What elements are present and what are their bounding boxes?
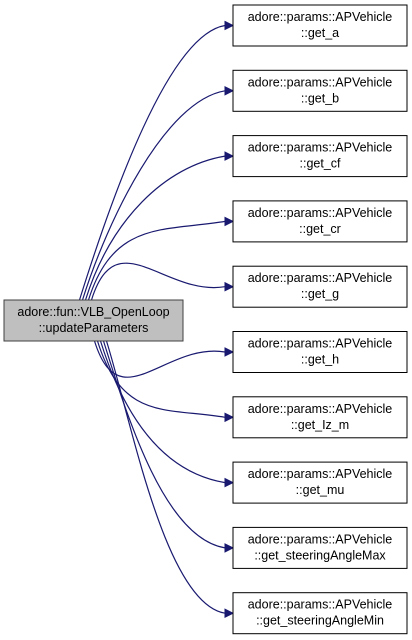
arrowhead-icon xyxy=(224,347,235,357)
call-edge-get-mu xyxy=(99,340,226,484)
call-edges xyxy=(78,20,235,619)
callee-node-get-steeringanglemax[interactable]: adore::params::APVehicle::get_steeringAn… xyxy=(232,526,408,569)
arrowhead-icon xyxy=(224,281,235,292)
callee-node-label-line1: adore::params::APVehicle xyxy=(248,271,393,285)
callee-node-get-b[interactable]: adore::params::APVehicle::get_b xyxy=(232,69,408,112)
callee-node-label-line2: ::get_a xyxy=(301,26,339,40)
callee-node-get-cr[interactable]: adore::params::APVehicle::get_cr xyxy=(232,200,408,243)
arrowhead-icon xyxy=(224,216,235,227)
callee-node-get-h[interactable]: adore::params::APVehicle::get_h xyxy=(232,331,408,373)
call-edge-get-cf xyxy=(84,155,226,301)
arrowhead-icon xyxy=(224,543,235,553)
callee-node-label-line1: adore::params::APVehicle xyxy=(248,467,393,481)
callee-node-label-line2: ::get_h xyxy=(301,353,339,367)
callee-node-get-mu[interactable]: adore::params::APVehicle::get_mu xyxy=(232,461,408,504)
callee-node-label-line1: adore::params::APVehicle xyxy=(248,337,393,351)
call-edge-get-steeringanglemax xyxy=(102,340,226,549)
callee-node-label-line1: adore::params::APVehicle xyxy=(248,75,393,89)
call-edge-get-iz-m xyxy=(96,340,226,418)
callee-node-box xyxy=(232,461,408,504)
callee-node-label-line2: ::get_steeringAngleMin xyxy=(256,614,384,628)
callee-node-box xyxy=(232,69,408,112)
callee-node-label-line1: adore::params::APVehicle xyxy=(248,402,393,416)
callee-node-box xyxy=(232,526,408,569)
call-edge-get-b xyxy=(81,90,226,301)
callee-node-box xyxy=(232,135,408,178)
callee-node-label-line2: ::get_cf xyxy=(300,157,342,171)
callee-node-box xyxy=(232,592,408,635)
callee-node-label-line2: ::get_g xyxy=(301,287,339,301)
callee-node-label-line1: adore::params::APVehicle xyxy=(248,598,393,612)
callee-node-get-g[interactable]: adore::params::APVehicle::get_g xyxy=(232,265,408,308)
callee-node-box xyxy=(232,4,408,47)
call-edge-get-g xyxy=(90,262,226,301)
arrowhead-icon xyxy=(224,608,235,619)
arrowhead-icon xyxy=(224,20,235,31)
callee-node-label-line2: ::get_cr xyxy=(299,222,341,236)
callee-node-label-line2: ::get_mu xyxy=(296,483,345,497)
callee-node-label-line2: ::get_b xyxy=(301,91,339,105)
arrowhead-icon xyxy=(224,85,235,96)
call-edge-get-cr xyxy=(87,220,226,301)
arrowhead-icon xyxy=(224,412,235,423)
callee-node-label-line2: ::get_steeringAngleMax xyxy=(254,548,386,562)
root-node-label-line1: adore::fun::VLB_OpenLoop xyxy=(17,305,169,319)
callee-node-get-steeringanglemin[interactable]: adore::params::APVehicle::get_steeringAn… xyxy=(232,592,408,635)
callee-node-get-cf[interactable]: adore::params::APVehicle::get_cf xyxy=(232,135,408,178)
call-edge-get-h xyxy=(93,340,226,378)
callee-node-get-a[interactable]: adore::params::APVehicle::get_a xyxy=(232,4,408,47)
call-edge-get-steeringanglemin xyxy=(105,340,226,614)
callee-node-box xyxy=(232,265,408,308)
callee-node-get-iz-m[interactable]: adore::params::APVehicle::get_Iz_m xyxy=(232,396,408,439)
callee-node-box xyxy=(232,396,408,439)
arrowhead-icon xyxy=(224,151,235,161)
root-node-updateParameters[interactable]: adore::fun::VLB_OpenLoop ::updateParamet… xyxy=(3,299,184,342)
callee-node-box xyxy=(232,200,408,243)
callee-node-box xyxy=(232,331,408,373)
callee-nodes: adore::params::APVehicle::get_aadore::pa… xyxy=(232,4,408,635)
arrowhead-icon xyxy=(224,477,235,488)
call-edge-get-a xyxy=(78,24,226,301)
callee-node-label-line1: adore::params::APVehicle xyxy=(248,206,393,220)
callee-node-label-line2: ::get_Iz_m xyxy=(291,418,349,432)
callee-node-label-line1: adore::params::APVehicle xyxy=(248,10,393,24)
root-node-box xyxy=(3,299,184,342)
root-node-label-line2: ::updateParameters xyxy=(39,321,149,335)
callee-node-label-line1: adore::params::APVehicle xyxy=(248,532,393,546)
callee-node-label-line1: adore::params::APVehicle xyxy=(248,141,393,155)
